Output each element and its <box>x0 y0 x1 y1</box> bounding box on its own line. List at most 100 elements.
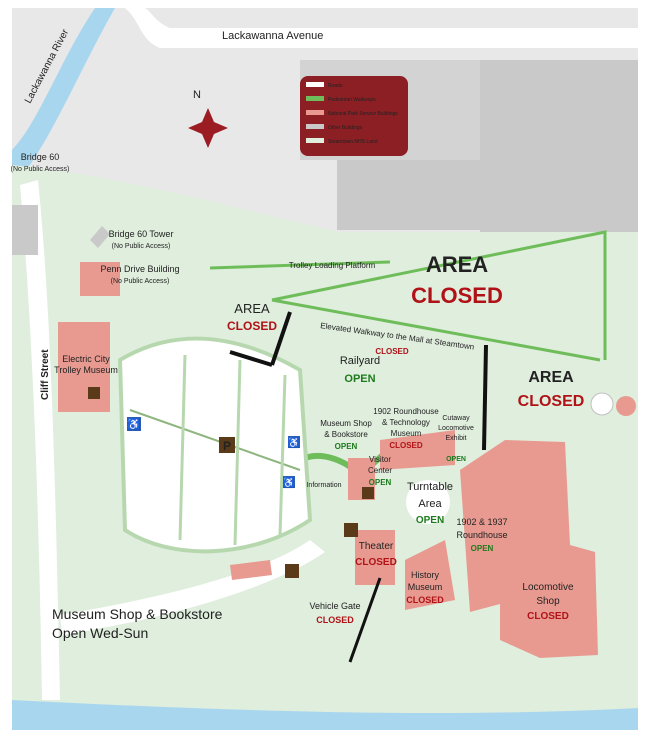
roundhouse-label-1: 1902 & 1937 <box>456 517 507 527</box>
locomotive-shop-label-1: Locomotive <box>522 582 574 593</box>
area-right-label: AREA <box>528 369 574 386</box>
barrier-top-left <box>270 311 292 366</box>
railyard-status: OPEN <box>344 373 375 385</box>
svg-text:N: N <box>193 89 201 101</box>
other-building-2 <box>337 160 480 230</box>
locomotive-shop-building <box>500 440 598 658</box>
bridge-60-tower-building <box>90 226 110 248</box>
barrier-right <box>482 344 488 451</box>
svg-text:Roads: Roads <box>328 83 343 89</box>
svg-text:♿: ♿ <box>288 436 300 449</box>
roundhouse-label-2: Roundhouse <box>456 530 507 540</box>
svg-text:National Park Service Building: National Park Service Buildings <box>328 111 398 117</box>
roundhouse-tech-label-3: Museum <box>391 429 422 438</box>
turntable-status: OPEN <box>416 515 444 526</box>
visitor-center-label-2: Center <box>368 466 392 475</box>
other-building-4 <box>12 205 38 255</box>
lackawanna-avenue-road <box>125 8 638 48</box>
svg-text:Pedestrian Walkways: Pedestrian Walkways <box>328 97 376 103</box>
area-right-status: CLOSED <box>518 393 585 410</box>
museum-shop-label-2: & Bookstore <box>324 430 368 439</box>
svg-text:Other Buildings: Other Buildings <box>328 125 363 131</box>
other-building-mall <box>480 60 638 232</box>
theater-status: CLOSED <box>355 557 397 568</box>
walkway-2 <box>271 230 607 360</box>
visitor-center-label-1: Visitor <box>369 455 391 464</box>
circle-structure-1 <box>590 392 614 416</box>
svg-text:Steamtown NHS Land: Steamtown NHS Land <box>328 139 378 145</box>
bridge60-tower-label: Bridge 60 Tower <box>109 229 174 239</box>
roundhouse-tech-label-2: & Technology <box>382 418 430 427</box>
legend: Roads Pedestrian Walkways National Park … <box>300 76 408 156</box>
elevated-walkway-line <box>271 298 601 362</box>
penn-drive-building <box>80 262 120 296</box>
area-top-center-label: AREA <box>426 252 488 277</box>
railyard-label: Railyard <box>340 355 380 367</box>
turntable-label-2: Area <box>418 498 442 510</box>
theater-building <box>355 530 395 585</box>
access-road <box>60 540 325 635</box>
restroom-icon <box>88 387 100 399</box>
locomotive-shop-label-2: Shop <box>536 596 560 607</box>
lackawanna-avenue-label: Lackawanna Avenue <box>222 30 323 42</box>
trolley-platform-label: Trolley Loading Platform <box>289 261 376 270</box>
cutaway-label-1: Cutaway <box>442 415 470 422</box>
area-top-center-status: CLOSED <box>411 283 503 308</box>
penn-drive-note: (No Public Access) <box>111 278 170 285</box>
cliff-street-label: Cliff Street <box>40 349 51 400</box>
information-label: Information <box>306 482 341 489</box>
visitor-center-status: OPEN <box>369 478 392 487</box>
info-icon <box>362 487 374 499</box>
shop-hours-line2: Open Wed-Sun <box>52 625 148 641</box>
accessible-icon: ♿ <box>283 476 295 489</box>
small-nps-building <box>230 560 272 580</box>
svg-text:P: P <box>223 439 231 453</box>
barrier-top-left-2 <box>229 350 273 367</box>
area-top-left-label: AREA <box>234 301 270 316</box>
cutaway-status: OPEN <box>446 456 466 463</box>
parking-rows <box>178 354 287 546</box>
roundhouse-tech-status: CLOSED <box>389 441 423 450</box>
roundhouse-status: OPEN <box>471 544 494 553</box>
history-museum-label-1: History <box>411 570 440 580</box>
barrier-gate <box>348 577 382 663</box>
lackawanna-river <box>12 8 115 180</box>
vehicle-gate-status: CLOSED <box>316 615 354 625</box>
history-museum-label-2: Museum <box>408 582 443 592</box>
area-top-left-status: CLOSED <box>227 319 277 333</box>
north-arrow-icon: N <box>188 89 228 148</box>
bridge60-label: Bridge 60 <box>21 152 60 162</box>
museum-shop-label-1: Museum Shop <box>320 419 372 428</box>
parking-lot <box>117 336 313 554</box>
svg-text:♿: ♿ <box>283 476 295 489</box>
picnic-icon <box>344 523 358 537</box>
roundhouse-tech-label-1: 1902 Roundhouse <box>373 407 439 416</box>
circle-structure-2 <box>616 396 636 416</box>
trolley-museum-label-1: Electric City <box>62 354 110 364</box>
trolley-museum-building <box>58 322 110 412</box>
turntable-label-1: Turntable <box>407 481 453 493</box>
trolley-museum-label-2: Trolley Museum <box>54 365 118 375</box>
shop-hours-line1: Museum Shop & Bookstore <box>52 606 223 622</box>
locomotive-shop-status: CLOSED <box>527 611 569 622</box>
elevated-walkway-status: CLOSED <box>375 347 409 356</box>
history-museum-status: CLOSED <box>406 595 444 605</box>
parking-icon: P <box>219 437 235 453</box>
bridge60-tower-note: (No Public Access) <box>112 243 171 250</box>
turntable-circle <box>406 480 450 524</box>
parking-divider <box>129 409 301 471</box>
cliff-street-road <box>20 180 60 700</box>
bridge60-note: (No Public Access) <box>11 166 70 173</box>
museum-shop-status: OPEN <box>335 442 358 451</box>
roundhouse-tech-building <box>380 430 455 470</box>
walkway-1 <box>209 260 391 270</box>
svg-text:♿: ♿ <box>127 418 141 431</box>
accessible-icon: ♿ <box>127 417 141 431</box>
accessible-icon: ♿ <box>288 436 300 449</box>
cutaway-label-2: Locomotive <box>438 425 474 432</box>
picnic-icon <box>285 564 299 578</box>
penn-drive-label: Penn Drive Building <box>100 264 179 274</box>
theater-label: Theater <box>359 541 394 552</box>
history-museum-building <box>405 540 455 610</box>
